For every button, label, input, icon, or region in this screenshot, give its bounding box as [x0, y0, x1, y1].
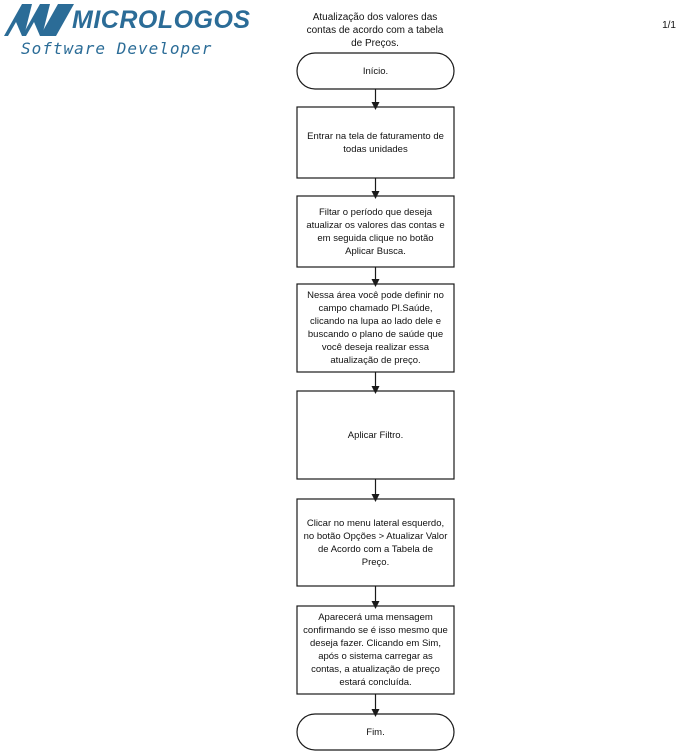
logo-tagline: Software Developer	[21, 39, 213, 58]
page-number: 1/1	[662, 20, 676, 31]
step-5-label: Clicar no menu lateral esquerdo, no botã…	[303, 517, 448, 568]
document-title: Atualização dos valores das contas de ac…	[306, 12, 444, 49]
end-terminal-label: Fim.	[366, 726, 385, 738]
step-2-label: Filtar o período que deseja atualizar os…	[306, 206, 445, 257]
logo-wordmark: MICROLOGOS	[72, 6, 251, 34]
step-4-label: Aplicar Filtro.	[347, 429, 404, 441]
start-terminal-label: Início.	[362, 65, 389, 77]
step-6-label: Aparecerá uma mensagem confirmando se é …	[303, 612, 448, 688]
step-1-label: Entrar na tela de faturamento de todas u…	[307, 130, 444, 155]
step-3-label: Nessa área você pode definir no campo ch…	[307, 290, 444, 366]
company-logo: MICROLOGOS Software Developer	[2, 2, 250, 60]
logo-mark-icon	[4, 4, 74, 36]
